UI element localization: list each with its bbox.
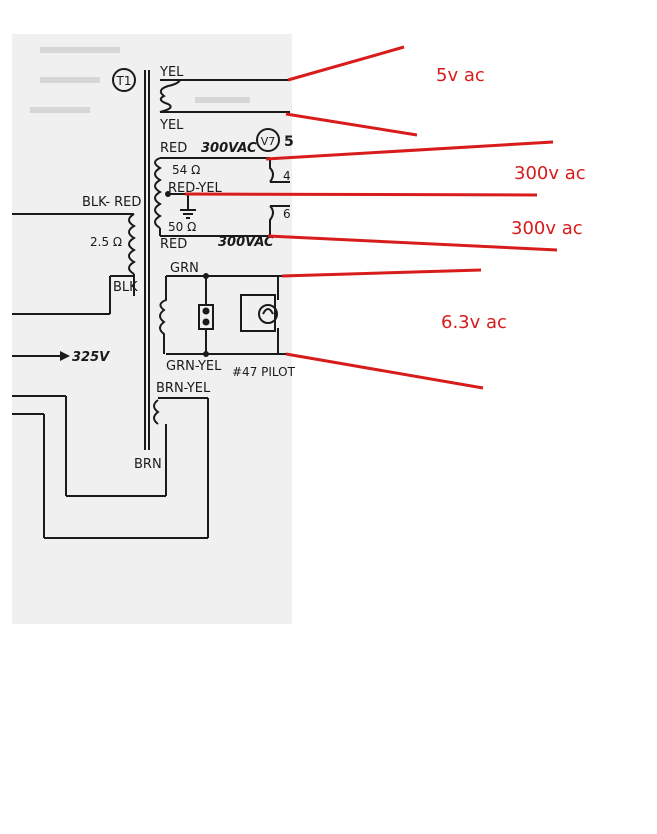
pilot-lamp-label: #47 PILOT — [232, 365, 296, 379]
annotation-line-6v3-bottom — [285, 352, 484, 390]
annotation-line-center-tap — [184, 192, 538, 197]
wire-blk-label: BLK — [113, 280, 138, 295]
wire-brn-label: BRN — [134, 457, 162, 472]
tube-ref-label: V7 — [261, 135, 276, 148]
label-300vac-bottom: 300VAC — [218, 235, 274, 250]
voltage-325-label: 325V — [72, 350, 110, 365]
pin-6-label: 6 — [283, 207, 291, 221]
junction-dots — [165, 191, 209, 357]
annotation-line-6v3-top — [281, 268, 482, 278]
annotation-6v3: 6.3v ac — [441, 312, 507, 333]
label-300vac-top: 300VAC — [201, 141, 257, 156]
wire-red-yel-label: RED-YEL — [168, 181, 223, 196]
annotation-300v-2: 300v ac — [511, 218, 583, 239]
annotation-line-5v-bottom — [285, 112, 418, 137]
t1-ref-circle — [112, 68, 136, 92]
wire-red-top-label: RED — [160, 141, 187, 156]
wire-grn-label: GRN — [170, 261, 199, 276]
pin-4-label: 4 — [283, 169, 291, 183]
wire-red-bottom-label: RED — [160, 237, 187, 252]
faint-background-marks — [30, 47, 250, 113]
wire-blk-red-label: BLK- RED — [82, 195, 141, 210]
wire-yel-bottom-label: YEL — [159, 118, 184, 133]
annotation-line-300v-bottom — [267, 234, 558, 252]
wire-yel-top-label: YEL — [159, 65, 184, 80]
transformer-ref-label: T1 — [116, 74, 132, 88]
annotation-300v-1: 300v ac — [514, 163, 586, 184]
schematic-paper — [12, 34, 292, 624]
wire-grn-yel-label: GRN-YEL — [166, 359, 222, 374]
v7-ref-circle — [256, 128, 280, 152]
annotation-line-5v-top — [287, 45, 405, 82]
annotation-line-300v-top — [265, 140, 554, 161]
resistance-2-5-label: 2.5 Ω — [90, 235, 122, 249]
resistance-50-label: 50 Ω — [168, 220, 196, 234]
annotation-lines — [184, 45, 558, 390]
tube-partial-label: 5 — [284, 134, 294, 150]
resistance-54-label: 54 Ω — [172, 163, 200, 177]
annotation-5v: 5v ac — [436, 65, 485, 86]
wire-brn-yel-label: BRN-YEL — [156, 381, 211, 396]
arrow-icon — [60, 351, 70, 361]
